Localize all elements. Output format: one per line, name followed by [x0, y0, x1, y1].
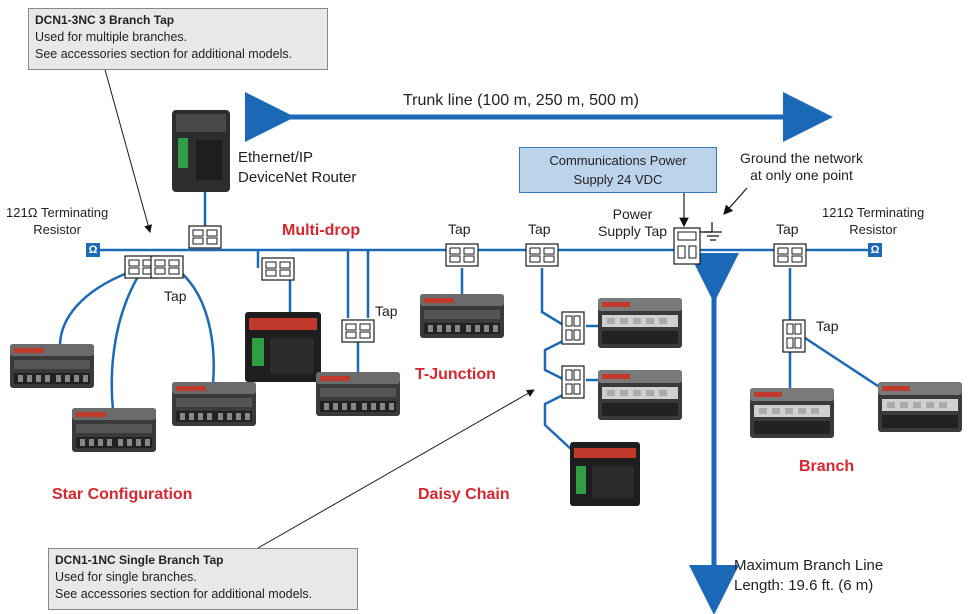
terminator-right-icon: Ω	[868, 243, 882, 257]
callout-line: See accessories section for additional m…	[35, 47, 293, 61]
star-module-2	[72, 408, 156, 452]
power-supply-tap	[673, 227, 701, 265]
t-junction-tap	[445, 243, 479, 267]
ground-line: at only one point	[750, 167, 853, 183]
multi-drop-label: Multi-drop	[282, 222, 361, 239]
star-module-1	[10, 344, 94, 388]
multidrop-tap-2	[341, 319, 375, 343]
star-module-3	[172, 382, 256, 426]
branch-vtap	[782, 319, 806, 353]
terminator-line: Resistor	[849, 222, 897, 237]
power-tap-line: Supply Tap	[598, 223, 668, 239]
callout-title: DCN1-3NC 3 Branch Tap	[35, 13, 175, 27]
power-tap-label: Power Supply Tap	[598, 206, 667, 240]
tap-label: Tap	[528, 221, 551, 237]
ground-label: Ground the network at only one point	[740, 150, 863, 184]
power-supply-box: Communications Power Supply 24 VDC	[519, 147, 717, 193]
terminator-line: 121Ω Terminating	[822, 205, 925, 220]
daisy-vtap-2	[561, 365, 585, 399]
router-line: DeviceNet Router	[238, 169, 357, 186]
star-configuration-label: Star Configuration	[52, 486, 193, 503]
max-branch-label: Maximum Branch Line Length: 19.6 ft. (6 …	[734, 556, 883, 596]
single-branch-tap-callout: DCN1-1NC Single Branch Tap Used for sing…	[48, 548, 358, 610]
power-tap-line: Power	[612, 206, 653, 222]
daisy-controller	[570, 442, 640, 506]
router-label: Ethernet/IP DeviceNet Router	[238, 148, 356, 188]
power-line: Supply 24 VDC	[573, 172, 663, 187]
tap-label: Tap	[164, 288, 187, 304]
three-branch-tap-callout: DCN1-3NC 3 Branch Tap Used for multiple …	[28, 8, 328, 70]
tap-label: Tap	[375, 303, 398, 319]
branch-module-1	[750, 388, 834, 438]
terminator-line: Resistor	[33, 222, 81, 237]
terminator-line: 121Ω Terminating	[6, 205, 109, 220]
router-line: Ethernet/IP	[238, 149, 314, 166]
power-line: Communications Power	[549, 153, 687, 168]
callout-line: See accessories section for additional m…	[55, 587, 313, 601]
daisy-vtap-1	[561, 311, 585, 345]
callout-title: DCN1-1NC Single Branch Tap	[55, 553, 224, 567]
multidrop-controller	[245, 312, 321, 382]
daisy-chain-label: Daisy Chain	[418, 486, 510, 503]
callout-line: Used for single branches.	[55, 570, 197, 584]
terminator-left-label: 121Ω Terminating Resistor	[6, 204, 108, 238]
callout-line: Used for multiple branches.	[35, 30, 188, 44]
terminator-left-icon: Ω	[86, 243, 100, 257]
branch-label: Branch	[799, 458, 855, 475]
router-tap	[188, 225, 222, 249]
t-junction-label: T-Junction	[415, 366, 496, 383]
daisy-module-1	[598, 298, 682, 348]
tap-label: Tap	[448, 221, 471, 237]
max-branch-line: Maximum Branch Line	[734, 557, 884, 574]
ground-icon	[700, 222, 722, 241]
daisy-module-2	[598, 370, 682, 420]
branch-module-2	[878, 382, 962, 432]
tap-label: Tap	[816, 318, 839, 334]
multidrop-module	[316, 372, 400, 416]
multidrop-tap	[261, 257, 295, 281]
ground-line: Ground the network	[740, 150, 863, 166]
terminator-right-label: 121Ω Terminating Resistor	[822, 204, 924, 238]
max-branch-line: Length: 19.6 ft. (6 m)	[734, 577, 874, 594]
star-tap	[124, 255, 184, 279]
t-junction-module	[420, 294, 504, 338]
tap-label: Tap	[776, 221, 799, 237]
trunk-line-label: Trunk line (100 m, 250 m, 500 m)	[403, 92, 639, 109]
branch-tap	[773, 243, 807, 267]
daisy-tap	[525, 243, 559, 267]
trunk-cable	[58, 192, 885, 451]
router-device	[172, 110, 230, 192]
